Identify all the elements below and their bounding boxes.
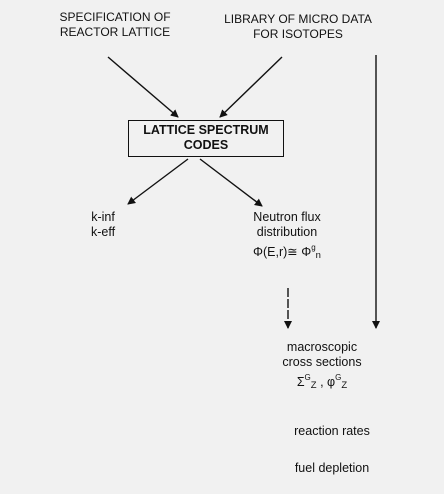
flux-eq-sup: g	[311, 243, 316, 252]
macro-line-2: cross sections	[282, 355, 362, 369]
flux-line-2: distribution	[256, 225, 318, 239]
k-eff-text: k-eff	[90, 225, 116, 239]
neutron-flux-label: Neutron flux distribution Φ(E,r)≅ Φgn	[232, 210, 342, 263]
flux-eq-sub: n	[315, 250, 321, 261]
flux-line-1: Neutron flux	[253, 210, 321, 224]
micro-data-line-1: LIBRARY OF MICRO DATA	[224, 12, 372, 26]
macro-symbols: ΣGZ , φGZ	[262, 370, 382, 393]
lattice-spectrum-codes-box: LATTICE SPECTRUM CODES	[128, 120, 284, 157]
reactor-lattice-line-1: SPECIFICATION OF	[59, 10, 171, 24]
reactor-lattice-line-2: REACTOR LATTICE	[59, 25, 171, 39]
arrow-lattice-to-codes	[107, 56, 179, 118]
macro-line-1: macroscopic	[286, 340, 358, 354]
flux-equation: Φ(E,r)≅ Φgn	[232, 240, 342, 263]
symbol-separator: ,	[316, 375, 328, 389]
k-inf-text: k-inf	[91, 210, 115, 224]
arrow-library-to-codes	[219, 56, 283, 118]
phi-sub: Z	[341, 380, 348, 391]
reaction-rates-label: reaction rates	[294, 424, 370, 438]
micro-data-line-2: FOR ISOTOPES	[253, 27, 343, 41]
reactor-lattice-spec-label: SPECIFICATION OF REACTOR LATTICE	[40, 10, 190, 40]
phi-symbol: φ	[327, 375, 336, 389]
codes-box-line-1: LATTICE SPECTRUM	[143, 123, 269, 137]
codes-box-line-2: CODES	[183, 138, 229, 152]
micro-data-library-label: LIBRARY OF MICRO DATA FOR ISOTOPES	[208, 12, 388, 42]
flux-eq-lhs: Φ(E,r)≅ Φ	[253, 245, 312, 259]
arrow-codes-to-flux	[199, 158, 263, 207]
k-values-label: k-inf k-eff	[68, 210, 138, 240]
fuel-depletion-label: fuel depletion	[294, 461, 370, 475]
sigma-symbol: Σ	[296, 375, 305, 389]
arrow-codes-to-k	[127, 158, 189, 205]
sigma-sub: Z	[310, 380, 317, 391]
phi-sup: G	[335, 373, 342, 382]
sigma-sup: G	[304, 373, 311, 382]
macroscopic-xs-label: macroscopic cross sections ΣGZ , φGZ	[262, 340, 382, 393]
